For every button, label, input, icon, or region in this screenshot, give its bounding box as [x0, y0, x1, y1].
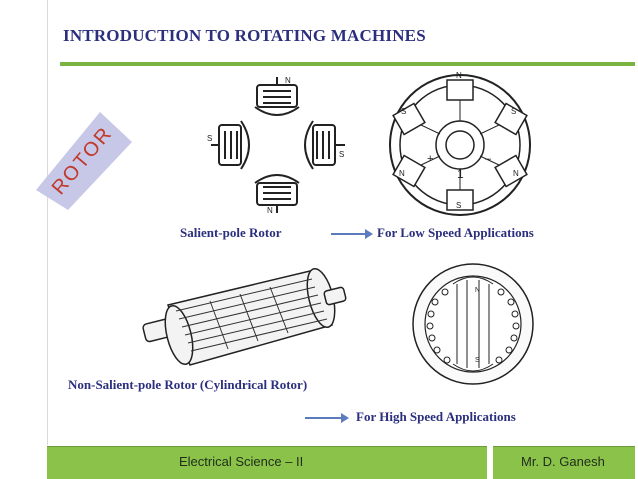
salient-pole-cross-section: N S S S N N 1 + –: [389, 71, 531, 216]
pole-n-top: N: [285, 76, 291, 85]
non-salient-rotor-label: Non-Salient-pole Rotor (Cylindrical Roto…: [68, 377, 308, 392]
arrow-high-speed: [305, 413, 349, 423]
slide-frame: [47, 0, 636, 445]
xs-n-top: N: [456, 71, 462, 80]
salient-pole-rotor-figure: N N S S: [207, 76, 345, 215]
xs-minus: –: [485, 153, 492, 165]
rotor-banner: ROTOR: [36, 112, 132, 210]
arrow-low-speed: [331, 229, 373, 239]
xs-s-left: S: [401, 107, 406, 116]
xs-one: 1: [457, 167, 464, 181]
banner-shape: [36, 112, 132, 210]
xs-n-left: N: [399, 169, 405, 178]
footer-course-title: Electrical Science – II: [179, 454, 304, 469]
cyl-n: N: [475, 287, 480, 294]
footer-author: Mr. D. Ganesh: [521, 454, 605, 469]
xs-n-right: N: [513, 169, 519, 178]
slide-title: INTRODUCTION TO ROTATING MACHINES: [63, 26, 426, 45]
pole-n-bottom: N: [267, 206, 273, 215]
salient-rotor-label: Salient-pole Rotor: [180, 225, 282, 240]
slide-footer: Electrical Science – II Mr. D. Ganesh: [0, 446, 638, 479]
xs-s-right: S: [511, 107, 516, 116]
pole-s-right: S: [339, 150, 344, 159]
footer-right-bar: Mr. D. Ganesh: [493, 446, 635, 479]
footer-left-bar: Electrical Science – II: [47, 446, 487, 479]
low-speed-label: For Low Speed Applications: [377, 225, 534, 240]
xs-plus: +: [427, 153, 433, 165]
title-underline: [60, 62, 635, 66]
cylindrical-rotor-cross-section: N S: [412, 263, 534, 385]
high-speed-label: For High Speed Applications: [356, 409, 516, 424]
pole-s-left: S: [207, 134, 212, 143]
xs-s-bottom: S: [456, 201, 461, 210]
cyl-s: S: [475, 357, 480, 364]
cylindrical-rotor-figure: [142, 267, 347, 366]
